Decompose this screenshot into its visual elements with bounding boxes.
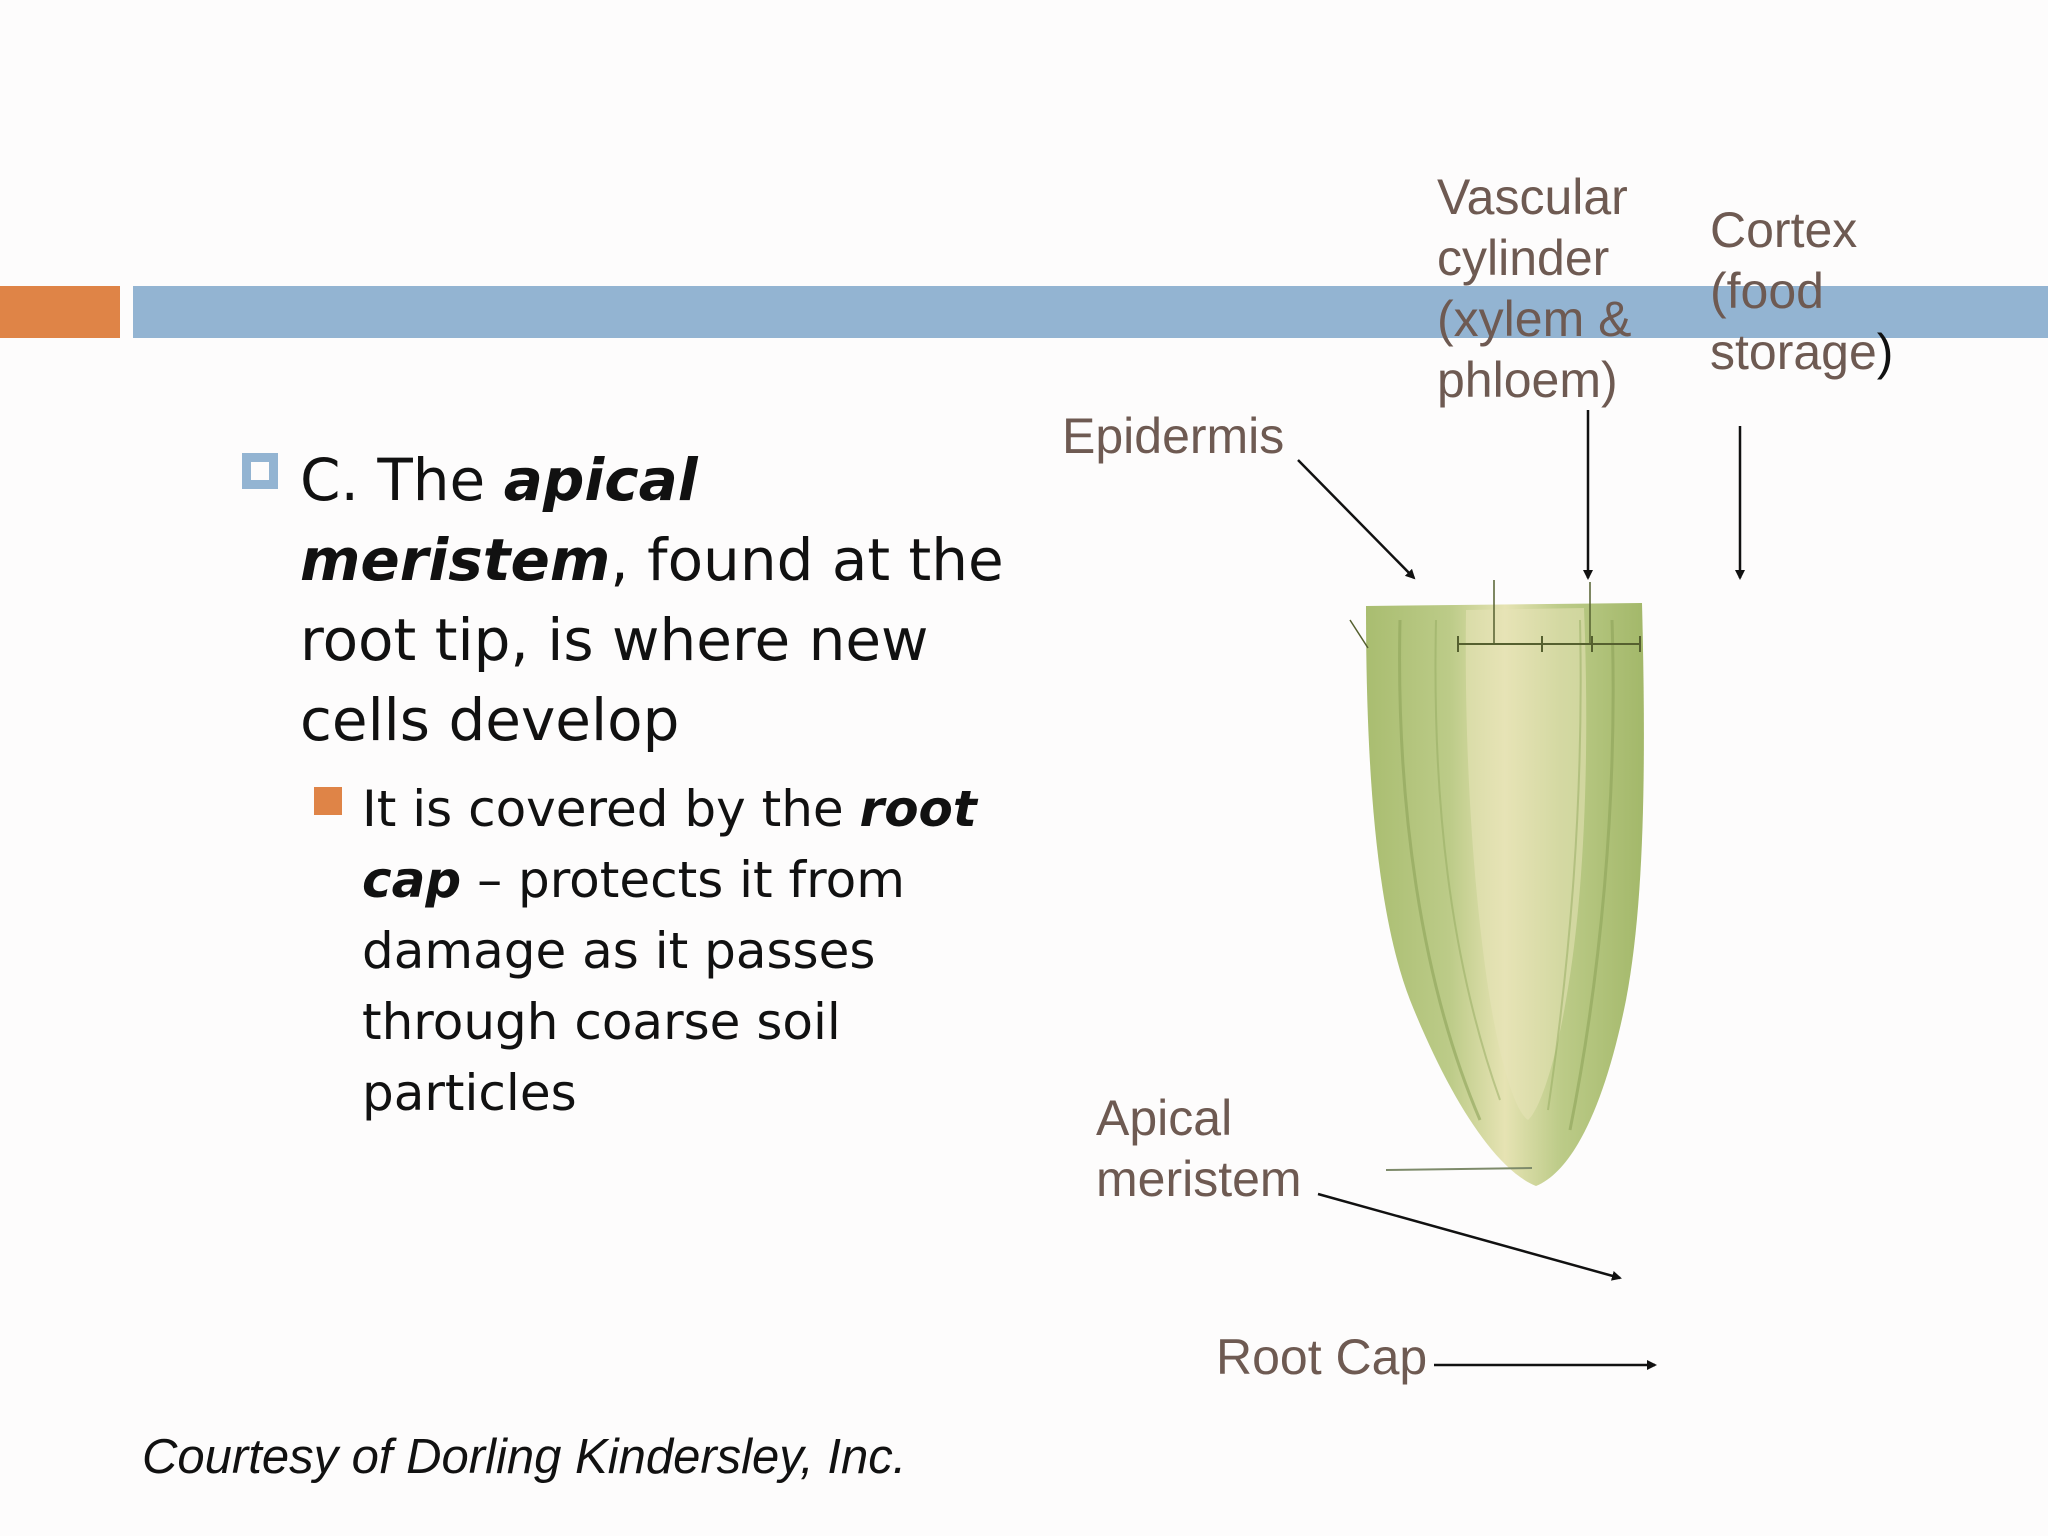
root-tip-illustration (1349, 580, 1644, 1186)
header-accent-bar (133, 286, 2048, 338)
apical-meristem-arrow (1317, 1192, 1622, 1281)
main-bullet-text: C. The apical meristem, found at the roo… (300, 446, 1004, 754)
diagram-arrows (1297, 410, 1745, 1370)
bullet-square-icon (242, 453, 278, 489)
label-apical-meristem: Apical meristem (1096, 1090, 1302, 1207)
header-accent-orange (0, 286, 120, 338)
label-epidermis: Epidermis (1062, 408, 1285, 464)
label-cortex: Cortex (food storage) (1710, 202, 1894, 380)
label-vascular-cylinder: Vascular cylinder (xylem & phloem) (1437, 169, 1632, 408)
image-credit: Courtesy of Dorling Kindersley, Inc. (142, 1430, 907, 1484)
label-root-cap: Root Cap (1216, 1329, 1428, 1385)
sub-bullet-text: It is covered by the root cap – protects… (362, 780, 977, 1122)
term-root-cap: root cap (362, 780, 977, 909)
epidermis-arrow (1297, 459, 1416, 580)
term-apical-meristem: apical meristem (300, 446, 698, 594)
sub-bullet-square-icon (314, 787, 342, 815)
